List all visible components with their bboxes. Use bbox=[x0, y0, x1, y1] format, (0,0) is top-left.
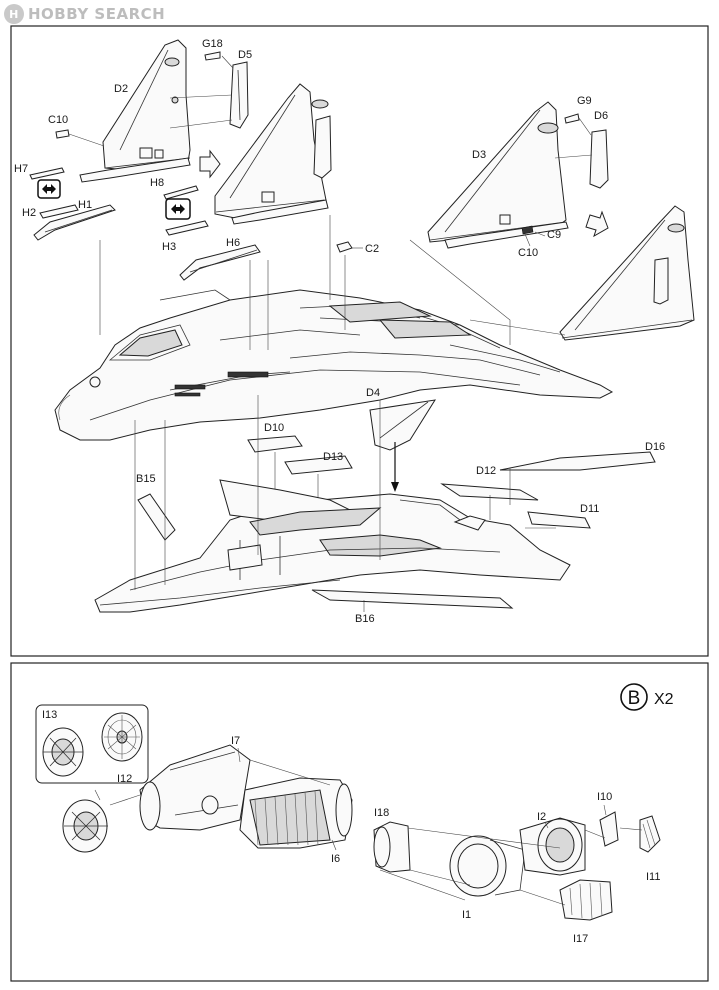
label-b16: B16 bbox=[355, 613, 375, 625]
inset-i13 bbox=[35, 704, 149, 784]
label-h2: H2 bbox=[22, 207, 36, 219]
rudder-d6 bbox=[589, 129, 609, 189]
tail-fin-d2 bbox=[79, 39, 191, 183]
part-b15 bbox=[137, 493, 176, 541]
badge-b: B bbox=[620, 683, 648, 711]
label-i18: I18 bbox=[374, 807, 389, 819]
multiplier-text: X2 bbox=[654, 691, 674, 708]
label-c9: C9 bbox=[547, 229, 561, 241]
label-g9: G9 bbox=[577, 95, 592, 107]
label-i10: I10 bbox=[597, 791, 612, 803]
flap-d12 bbox=[440, 483, 539, 501]
engine-i7 bbox=[139, 744, 251, 831]
label-i6: I6 bbox=[331, 853, 340, 865]
label-d11: D11 bbox=[580, 503, 599, 515]
watermark: H HOBBY SEARCH bbox=[4, 3, 165, 25]
label-c2: C2 bbox=[365, 243, 379, 255]
part-g18 bbox=[204, 51, 221, 61]
strip-h2 bbox=[39, 204, 79, 219]
part-c9 bbox=[521, 225, 534, 235]
label-c10-left: C10 bbox=[48, 114, 68, 126]
strip-h1 bbox=[33, 204, 116, 241]
label-i17: I17 bbox=[573, 933, 588, 945]
label-h1: H1 bbox=[78, 199, 92, 211]
wing-d16 bbox=[499, 451, 656, 471]
label-i1: I1 bbox=[462, 909, 471, 921]
tail-fin-center bbox=[214, 83, 332, 225]
lower-panel-frame bbox=[10, 662, 709, 982]
label-g18: G18 bbox=[202, 38, 223, 50]
label-i13: I13 bbox=[42, 709, 57, 721]
swap-icon-left bbox=[37, 179, 61, 199]
label-h8: H8 bbox=[150, 177, 164, 189]
label-i2: I2 bbox=[537, 811, 546, 823]
nozzle-i2 bbox=[519, 817, 586, 876]
tail-fin-right-finished bbox=[559, 205, 695, 341]
label-h7: H7 bbox=[14, 163, 28, 175]
wing-b16 bbox=[311, 589, 514, 609]
rudder-d5 bbox=[229, 61, 249, 129]
badge-b-letter: B bbox=[628, 688, 641, 709]
part-c10-left bbox=[55, 129, 70, 139]
intake-i12 bbox=[62, 799, 108, 853]
flap-d10 bbox=[247, 435, 303, 453]
label-d4: D4 bbox=[366, 387, 380, 399]
label-h3: H3 bbox=[162, 241, 176, 253]
strip-h8 bbox=[163, 185, 199, 200]
nozzle-i17 bbox=[559, 879, 613, 921]
label-d16: D16 bbox=[645, 441, 665, 453]
part-i10 bbox=[599, 811, 619, 847]
engine-i6 bbox=[239, 777, 353, 849]
strip-h3 bbox=[165, 220, 209, 236]
part-i11 bbox=[639, 815, 661, 853]
swap-icon-center bbox=[165, 198, 191, 220]
label-d2: D2 bbox=[114, 83, 128, 95]
ring-i18 bbox=[373, 821, 411, 873]
strip-h7 bbox=[29, 167, 65, 180]
label-d5: D5 bbox=[238, 49, 252, 61]
label-d12: D12 bbox=[476, 465, 496, 477]
upper-panel-frame bbox=[10, 25, 709, 657]
strip-h6 bbox=[179, 244, 261, 281]
flap-d13 bbox=[284, 455, 353, 475]
label-i12: I12 bbox=[117, 773, 132, 785]
nozzle-i1 bbox=[449, 835, 526, 897]
label-h6: H6 bbox=[226, 237, 240, 249]
label-i7: I7 bbox=[231, 735, 240, 747]
stabilizer-d4 bbox=[369, 399, 437, 451]
label-d3: D3 bbox=[472, 149, 486, 161]
label-c10-right: C10 bbox=[518, 247, 538, 259]
arrow-right-1 bbox=[199, 149, 221, 179]
label-d13: D13 bbox=[323, 451, 343, 463]
watermark-badge: H bbox=[4, 4, 24, 24]
upper-fuselage bbox=[54, 289, 614, 441]
part-c2 bbox=[336, 241, 353, 253]
tail-fin-d3 bbox=[427, 101, 569, 249]
flap-d11 bbox=[527, 511, 591, 529]
watermark-text: HOBBY SEARCH bbox=[28, 5, 166, 23]
arrow-right-2 bbox=[585, 210, 609, 238]
label-i11: I11 bbox=[646, 871, 660, 883]
label-d10: D10 bbox=[264, 422, 284, 434]
part-g9 bbox=[564, 113, 580, 124]
label-b15: B15 bbox=[136, 473, 156, 485]
label-d6: D6 bbox=[594, 110, 608, 122]
